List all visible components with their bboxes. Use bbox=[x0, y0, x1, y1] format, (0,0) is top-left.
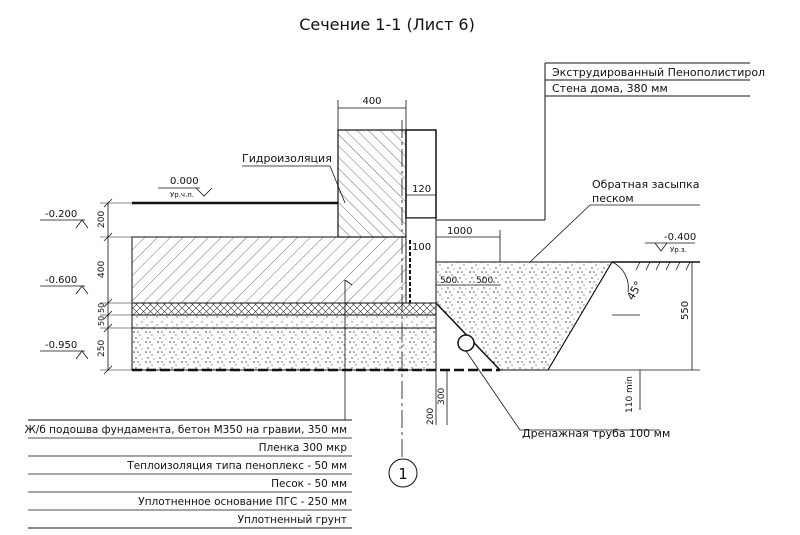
legend-item: Уплотненный грунт bbox=[238, 514, 347, 526]
dim-h200: 200 bbox=[97, 211, 107, 228]
drain-pipe bbox=[457, 334, 475, 352]
dim-500-b: 500 bbox=[476, 276, 493, 286]
gravel-layer bbox=[131, 327, 437, 371]
backfill-label-1: Обратная засыпка bbox=[592, 178, 700, 191]
elevation-minus-0-200: -0.200 bbox=[40, 209, 89, 229]
wall-label: Стена дома, 380 мм bbox=[552, 82, 668, 95]
dim-h50b: 50 bbox=[97, 316, 106, 326]
dim-bottom-200: 200 bbox=[426, 408, 436, 425]
dim-1000: 1000 bbox=[447, 226, 472, 237]
floor-slab bbox=[131, 236, 411, 304]
elevation-minus-0-950: -0.950 bbox=[40, 340, 89, 360]
legend-item: Теплоизоляция типа пеноплекс - 50 мм bbox=[126, 460, 347, 472]
dim-h50a: 50 bbox=[97, 303, 106, 313]
drawing-title: Сечение 1-1 (Лист 6) bbox=[299, 15, 475, 34]
legend-table: Ж/б подошва фундамента, бетон М350 на гр… bbox=[24, 279, 353, 529]
waterproofing-label: Гидроизоляция bbox=[242, 152, 332, 165]
film-layer bbox=[131, 302, 437, 316]
legend-item: Песок - 50 мм bbox=[271, 478, 347, 490]
drain-pipe-label: Дренажная труба 100 мм bbox=[522, 427, 670, 440]
legend-item: Пленка 300 мкр bbox=[259, 442, 348, 454]
backfill-label-2: песком bbox=[592, 192, 634, 205]
legend-item: Уплотненное основание ПГС - 250 мм bbox=[138, 496, 347, 508]
dim-550: 550 bbox=[680, 301, 691, 320]
axis-marker bbox=[388, 458, 418, 488]
dim-100: 100 bbox=[412, 242, 431, 253]
elevation-0-000: 0.000 Ур.ч.п. bbox=[158, 176, 213, 199]
insulation-label: Экструдированный Пенополистирол bbox=[552, 66, 765, 79]
dim-wall-width: 400 bbox=[362, 96, 381, 107]
svg-text:-0.950: -0.950 bbox=[45, 340, 77, 351]
svg-text:Ур.ч.п.: Ур.ч.п. bbox=[170, 191, 194, 199]
house-wall bbox=[337, 129, 407, 238]
dim-bottom-300: 300 bbox=[437, 388, 447, 405]
legend-item: Ж/б подошва фундамента, бетон М350 на гр… bbox=[24, 424, 347, 436]
sand-layer bbox=[131, 314, 437, 329]
dim-110-min: 110 min bbox=[625, 376, 635, 413]
dim-120: 120 bbox=[412, 184, 431, 195]
backfill-sand bbox=[435, 261, 613, 371]
axis-number: 1 bbox=[398, 465, 408, 483]
elevation-ground: -0.400 Ур.з. bbox=[645, 232, 696, 254]
wall-insulation bbox=[405, 129, 437, 219]
svg-text:-0.600: -0.600 bbox=[45, 275, 77, 286]
svg-text:Ур.з.: Ур.з. bbox=[670, 246, 687, 254]
top-label-table: Экструдированный Пенополистирол Стена до… bbox=[430, 62, 765, 221]
angle-label: 45° bbox=[624, 279, 645, 302]
svg-text:0.000: 0.000 bbox=[170, 176, 199, 187]
dim-h250: 250 bbox=[97, 340, 107, 357]
elevation-minus-0-600: -0.600 bbox=[40, 275, 89, 295]
svg-text:-0.200: -0.200 bbox=[45, 209, 77, 220]
svg-text:-0.400: -0.400 bbox=[664, 232, 696, 243]
dim-h400: 400 bbox=[97, 261, 107, 278]
dim-500-a: 500 bbox=[440, 276, 457, 286]
